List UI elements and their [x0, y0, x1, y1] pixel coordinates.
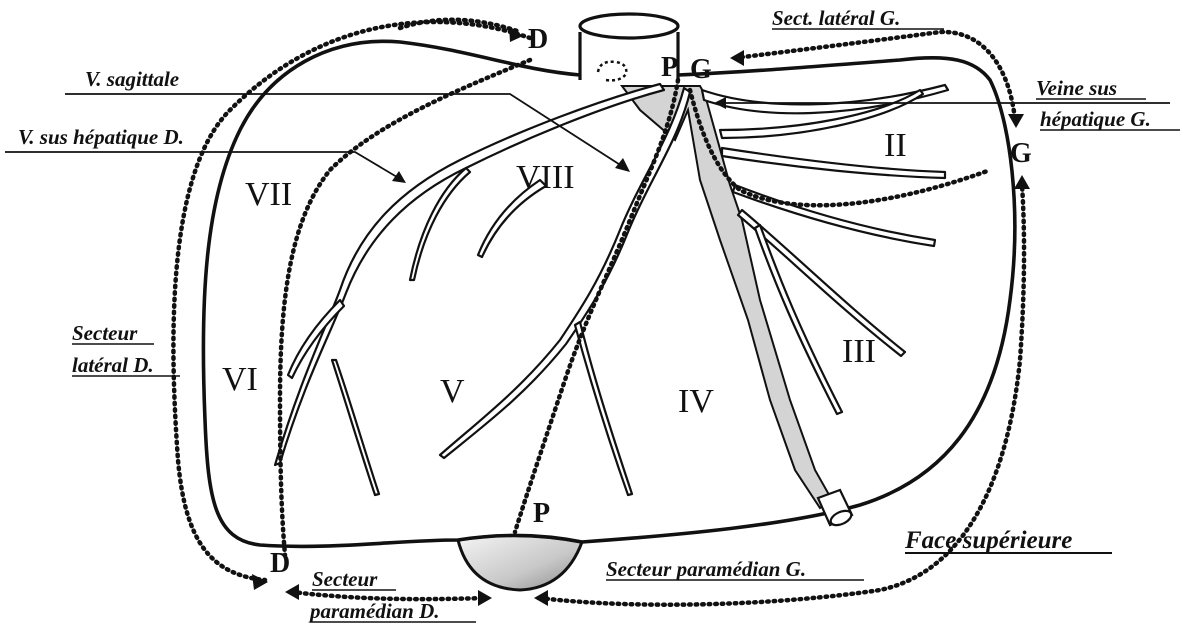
middle-hepatic-vein [438, 86, 692, 460]
label-secteur-lateral-d-line1: Secteur [72, 321, 138, 345]
label-secteur-paramedian-d-line1: Secteur [312, 567, 378, 591]
arrowhead [285, 584, 299, 600]
left-vein-branch-iii-a [731, 183, 937, 248]
marker-g-right: G [1010, 138, 1032, 169]
right-portal-scissura [277, 57, 533, 558]
label-sect-lateral-g: Sect. latéral G. [772, 6, 900, 30]
label-v-sus-hepatique-d: V. sus hépatique D. [18, 125, 184, 149]
segment-viii: VIII [516, 159, 575, 196]
segment-iv: IV [678, 383, 714, 420]
sector-lateral-d-arrow [171, 19, 533, 583]
segment-iii: III [842, 333, 876, 370]
segment-v: V [440, 373, 465, 410]
right-vein-branch-vii [408, 166, 472, 282]
label-face-superieure: Face supérieure [904, 527, 1072, 554]
marker-p-top: P [661, 52, 678, 83]
segment-ii: II [884, 127, 907, 164]
arrowhead [1014, 175, 1030, 189]
sect-lateral-g-arrow [732, 29, 1018, 123]
arrowhead [478, 590, 492, 606]
left-vein-branch-iii-b [736, 208, 907, 358]
left-vein-branch-iii-c [753, 223, 844, 416]
label-veine-sus-line1: Veine sus [1036, 76, 1117, 100]
left-scissura [687, 87, 993, 208]
arrowhead [730, 50, 744, 66]
vena-cava [578, 12, 680, 82]
secteur-paramedian-g-arrow [537, 182, 1027, 607]
arrowhead [509, 26, 523, 42]
right-vein-branch-vi [286, 298, 346, 380]
shaded-fissure [620, 85, 834, 510]
label-secteur-paramedian-d-line2: paramédian D. [308, 599, 440, 623]
leader-v-sagittale [65, 93, 626, 169]
label-secteur-paramedian-g: Secteur paramédian G. [606, 557, 806, 581]
round-ligament-stump [816, 488, 854, 527]
arrowhead [392, 171, 406, 183]
right-vein-branch-lower [330, 358, 381, 497]
gallbladder [456, 533, 585, 592]
arrowhead [534, 590, 548, 606]
marker-p-bottom: P [533, 498, 550, 529]
liver-outline [201, 39, 1017, 549]
middle-vein-branch [573, 320, 634, 497]
left-vein-branch-ii-a [718, 88, 925, 140]
middle-vein-branch-upper [476, 178, 548, 259]
label-veine-sus-line2: hépatique G. [1040, 107, 1151, 131]
main-portal-scissura [512, 77, 681, 535]
segment-vi: VI [222, 361, 258, 398]
segment-vii: VII [245, 176, 292, 213]
arrowhead [714, 97, 726, 109]
marker-d-top: D [528, 24, 548, 55]
marker-d-bottom: D [270, 548, 290, 579]
leader-v-sus-hepatique-d [5, 151, 403, 181]
left-vein-branch-ii-b [720, 146, 947, 180]
arrowhead [252, 574, 268, 590]
secteur-paramedian-d-arrow [289, 589, 488, 602]
top-arrow-to-d [397, 17, 523, 35]
label-secteur-lateral-d-line2: latéral D. [72, 353, 154, 377]
arrowhead [1008, 114, 1024, 128]
label-v-sagittale: V. sagittale [85, 67, 179, 91]
marker-g-top: G [690, 54, 712, 85]
arrowhead [615, 158, 630, 172]
